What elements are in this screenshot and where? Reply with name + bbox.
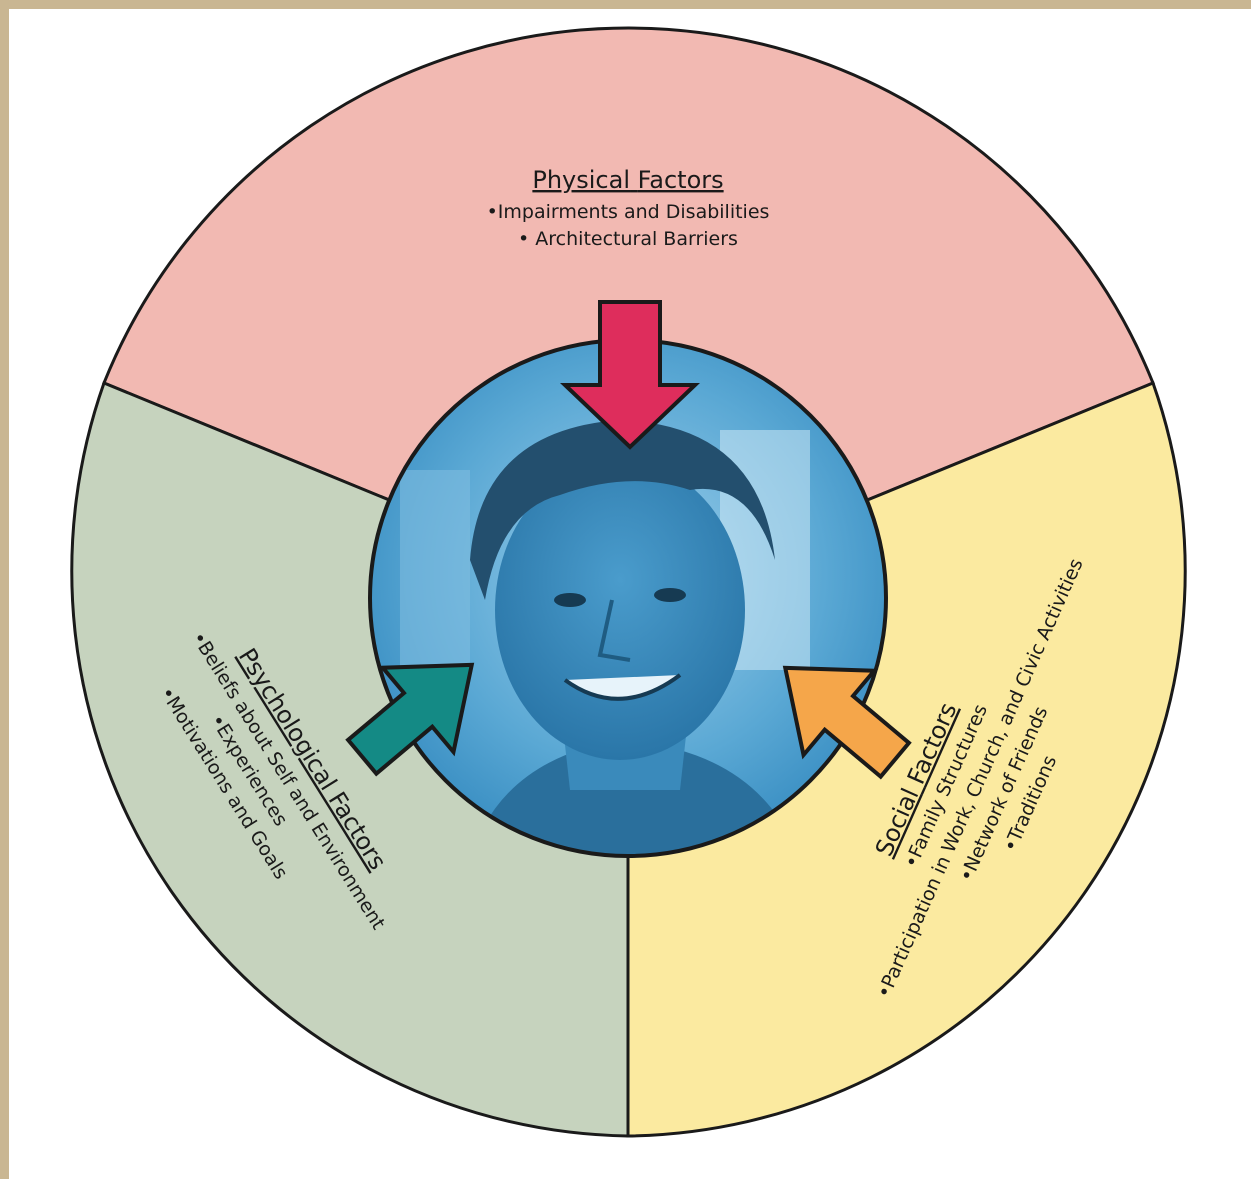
physical-item-2: • Architectural Barriers — [518, 228, 738, 250]
physical-item-1: •Impairments and Disabilities — [487, 201, 770, 223]
physical-title-word2: Factors — [638, 166, 724, 194]
arrow-icon — [782, 665, 912, 780]
arrow-icon — [345, 662, 475, 777]
arrow-down-icon — [560, 300, 700, 450]
physical-title: Physical Factors — [532, 166, 723, 194]
person-photo — [370, 340, 886, 856]
physical-title-word1: Physical — [532, 166, 630, 194]
